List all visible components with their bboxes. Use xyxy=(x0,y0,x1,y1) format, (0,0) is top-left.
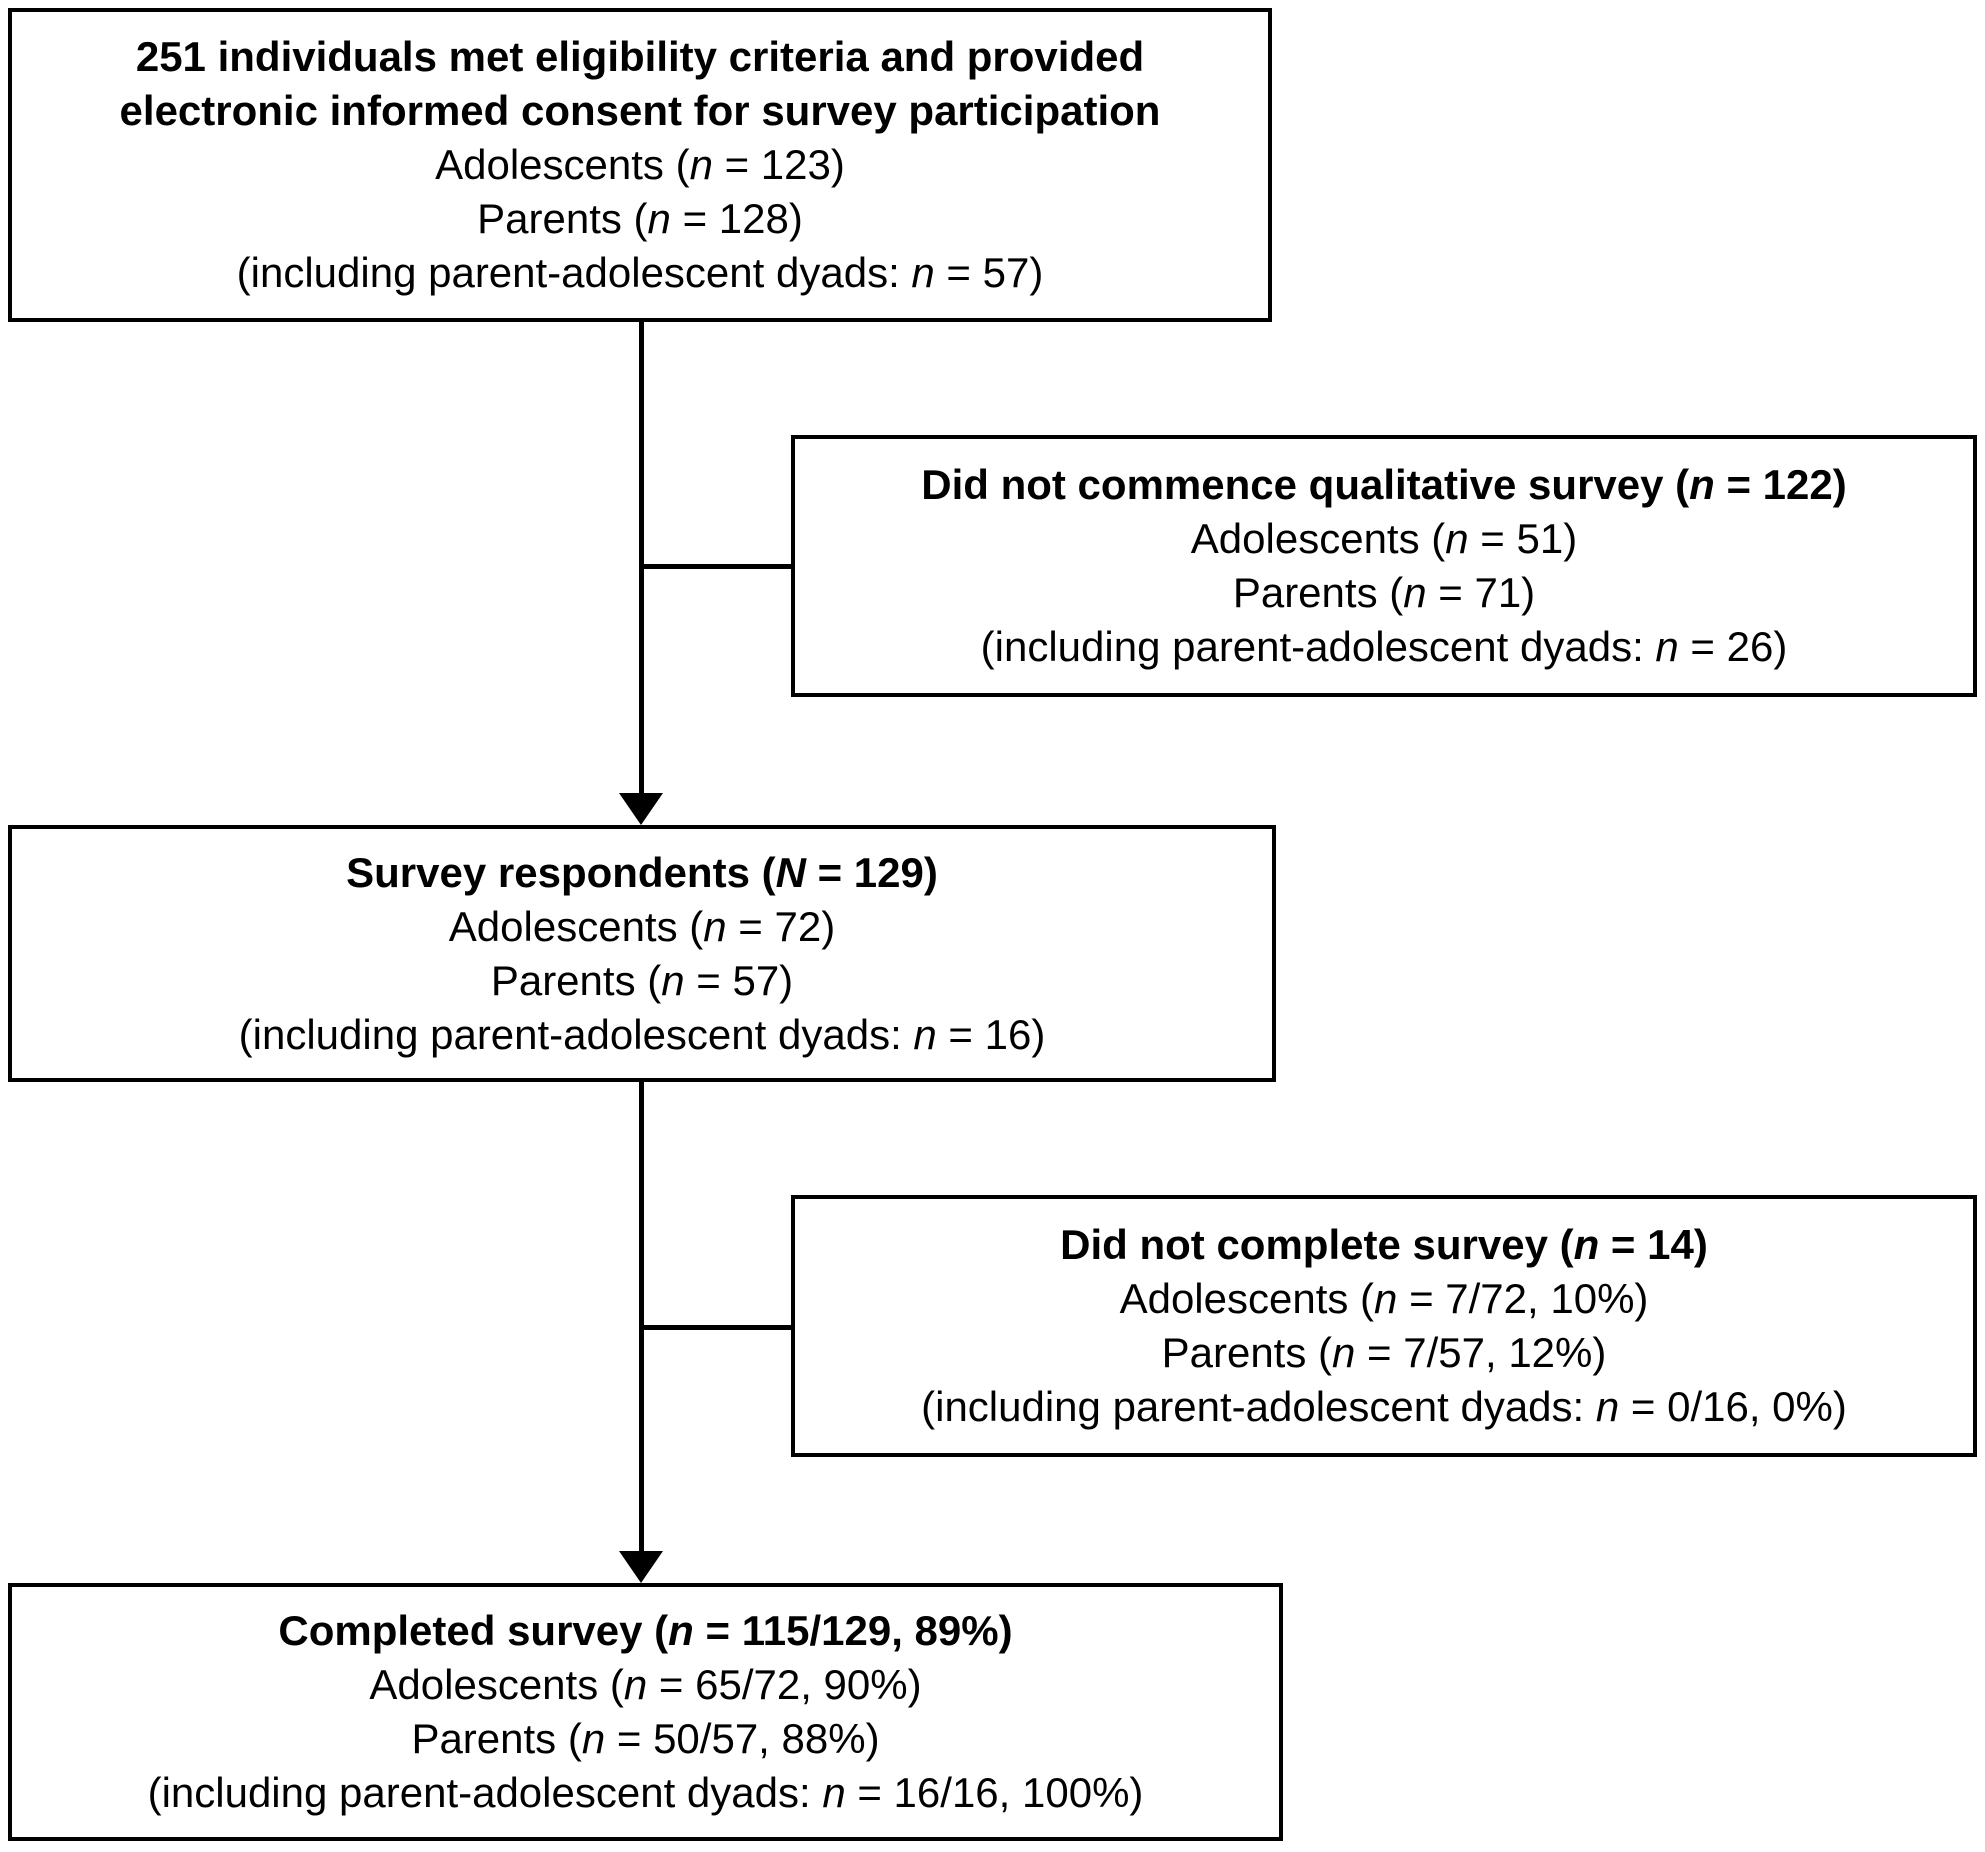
box-not-completed-title: Did not complete survey (n = 14) xyxy=(1060,1218,1708,1272)
n-symbol: n xyxy=(913,1010,937,1058)
n-symbol: n xyxy=(1374,1275,1398,1322)
text-post: = 7/72, 10%) xyxy=(1397,1275,1649,1322)
text-pre: (including parent-adolescent dyads: xyxy=(980,623,1656,670)
n-symbol: n xyxy=(661,956,685,1004)
n-symbol: n xyxy=(1445,515,1469,562)
box-not-commenced: Did not commence qualitative survey (n =… xyxy=(791,435,1977,697)
stat-line-dyads: (including parent-adolescent dyads: n = … xyxy=(148,1766,1144,1820)
n-symbol: n xyxy=(1595,1383,1620,1430)
stat-line-adolescents: Adolescents (n = 72) xyxy=(449,900,835,954)
text-pre: Parents ( xyxy=(1232,569,1404,616)
text-post: = 57) xyxy=(684,956,794,1004)
n-symbol: n xyxy=(822,1769,846,1816)
text-pre: Did not commence qualitative survey ( xyxy=(921,461,1690,508)
text-pre: Adolescents ( xyxy=(1190,515,1446,562)
text-post: = 51) xyxy=(1468,515,1578,562)
text-pre: Completed survey ( xyxy=(278,1607,669,1654)
text-post: = 16) xyxy=(936,1010,1046,1058)
text-post: = 14) xyxy=(1599,1221,1708,1268)
text-pre: (including parent-adolescent dyads: xyxy=(921,1383,1596,1430)
n-symbol: n xyxy=(1332,1329,1356,1376)
text-pre: Survey respondents ( xyxy=(346,848,776,896)
stat-line-adolescents: Adolescents (n = 51) xyxy=(1191,512,1577,566)
text-pre: Adolescents ( xyxy=(435,141,690,188)
n-symbol: n xyxy=(1403,569,1427,616)
connector-line-eligible-to-respondents xyxy=(639,322,644,795)
arrow-down-icon xyxy=(619,793,663,825)
text-post: = 115/129, 89%) xyxy=(693,1607,1013,1654)
text-pre: Adolescents ( xyxy=(1119,1275,1375,1322)
text-pre: Did not complete survey ( xyxy=(1060,1221,1574,1268)
connector-branch-not-completed xyxy=(639,1325,791,1330)
box-completed-title: Completed survey (n = 115/129, 89%) xyxy=(278,1604,1012,1658)
box-eligible-title-line1: 251 individuals met eligibility criteria… xyxy=(135,33,1145,80)
text-post: = 7/57, 12%) xyxy=(1355,1329,1607,1376)
text-post: = 72) xyxy=(726,902,836,950)
n-symbol: n xyxy=(1573,1221,1600,1268)
text-pre: (including parent-adolescent dyads: xyxy=(236,249,912,296)
text-post: = 50/57, 88%) xyxy=(605,1715,880,1762)
box-respondents-title: Survey respondents (N = 129) xyxy=(346,846,938,900)
text-pre: Parents ( xyxy=(490,956,662,1004)
text-post: = 65/72, 90%) xyxy=(647,1661,922,1708)
text-post: = 16/16, 100%) xyxy=(845,1769,1144,1816)
stat-line-parents: Parents (n = 50/57, 88%) xyxy=(411,1712,879,1766)
text-post: = 123) xyxy=(712,141,845,188)
stat-line-parents: Parents (n = 128) xyxy=(477,192,803,246)
stat-line-parents: Parents (n = 57) xyxy=(491,954,793,1008)
text-post: = 122) xyxy=(1714,461,1847,508)
n-symbol: n xyxy=(581,1715,606,1762)
box-not-completed: Did not complete survey (n = 14) Adolesc… xyxy=(791,1195,1977,1457)
n-symbol: n xyxy=(1655,623,1679,670)
n-symbol: n xyxy=(1689,461,1715,508)
text-pre: Parents ( xyxy=(1161,1329,1333,1376)
stat-line-adolescents: Adolescents (n = 7/72, 10%) xyxy=(1120,1272,1649,1326)
stat-line-dyads: (including parent-adolescent dyads: n = … xyxy=(237,246,1044,300)
n-symbol: n xyxy=(911,249,935,296)
text-post: = 129) xyxy=(805,848,938,896)
text-post: = 71) xyxy=(1426,569,1536,616)
text-pre: (including parent-adolescent dyads: xyxy=(147,1769,823,1816)
n-symbol: n xyxy=(623,1661,648,1708)
box-eligible-title-line2: electronic informed consent for survey p… xyxy=(119,87,1161,134)
text-pre: Adolescents ( xyxy=(369,1661,624,1708)
text-pre: Adolescents ( xyxy=(448,902,704,950)
stat-line-parents: Parents (n = 71) xyxy=(1233,566,1535,620)
stat-line-dyads: (including parent-adolescent dyads: n = … xyxy=(239,1008,1046,1062)
connector-branch-not-commenced xyxy=(639,564,791,569)
stat-line-parents: Parents (n = 7/57, 12%) xyxy=(1162,1326,1607,1380)
n-symbol: n xyxy=(689,141,713,188)
arrow-down-icon xyxy=(619,1551,663,1583)
text-post: = 57) xyxy=(934,249,1044,296)
box-respondents: Survey respondents (N = 129) Adolescents… xyxy=(8,825,1276,1082)
text-post: = 128) xyxy=(670,195,803,242)
n-symbol: n xyxy=(703,902,727,950)
stat-line-dyads: (including parent-adolescent dyads: n = … xyxy=(981,620,1788,674)
text-pre: Parents ( xyxy=(477,195,648,242)
n-symbol: N xyxy=(775,848,806,896)
text-pre: (including parent-adolescent dyads: xyxy=(238,1010,914,1058)
stat-line-adolescents: Adolescents (n = 65/72, 90%) xyxy=(369,1658,921,1712)
text-post: = 0/16, 0%) xyxy=(1619,1383,1847,1430)
box-completed: Completed survey (n = 115/129, 89%) Adol… xyxy=(8,1583,1283,1841)
text-pre: Parents ( xyxy=(411,1715,582,1762)
n-symbol: n xyxy=(647,195,671,242)
box-eligible: 251 individuals met eligibility criteria… xyxy=(8,8,1272,322)
stat-line-dyads: (including parent-adolescent dyads: n = … xyxy=(921,1380,1847,1434)
text-post: = 26) xyxy=(1678,623,1788,670)
n-symbol: n xyxy=(668,1607,694,1654)
stat-line-adolescents: Adolescents (n = 123) xyxy=(435,138,845,192)
connector-line-respondents-to-completed xyxy=(639,1082,644,1553)
box-not-commenced-title: Did not commence qualitative survey (n =… xyxy=(921,458,1846,512)
